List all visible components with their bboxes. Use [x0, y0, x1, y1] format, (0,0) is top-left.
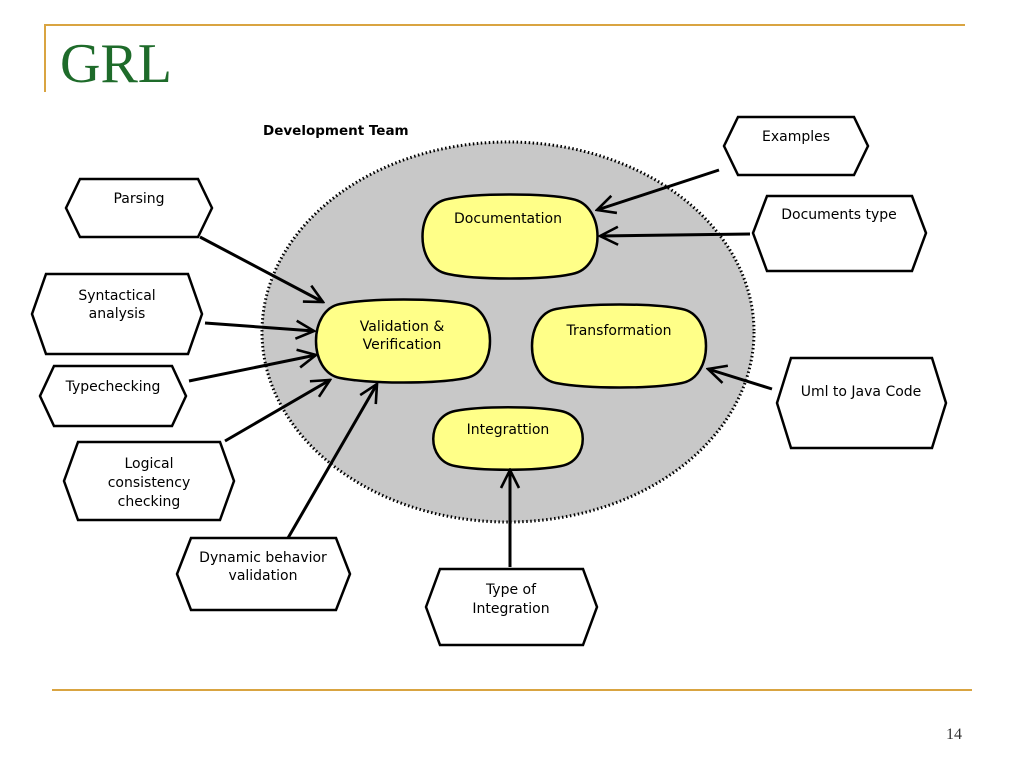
resource-parsing: Parsing [64, 177, 214, 239]
actor-label: Development Team [263, 123, 409, 139]
goal-validation-label-line1: Validation & [360, 319, 445, 335]
resource-examples-label: Examples [762, 129, 830, 145]
goal-documentation: Documentation [421, 193, 599, 280]
arrow-syntactical-to-validation [204, 323, 314, 331]
resource-shape [64, 177, 214, 239]
resource-parsing-label: Parsing [113, 191, 164, 207]
resource-shape [38, 364, 188, 428]
goal-integration-label: Integrattion [467, 422, 550, 438]
resource-syntactical-label-line1: Syntactical [78, 288, 155, 304]
resource-type-of-integration: Type of Integration [424, 567, 599, 647]
resource-syntactical-analysis: Syntactical analysis [30, 272, 204, 356]
resource-logical-consistency-checking: Logical consistency checking [62, 440, 236, 522]
resource-typechecking: Typechecking [38, 364, 188, 428]
resource-shape [424, 567, 599, 647]
goal-shape [421, 193, 599, 280]
arrow-examples-to-documentation [597, 168, 720, 210]
goal-shape [530, 303, 708, 389]
top-rule [44, 24, 965, 26]
resource-shape [62, 440, 236, 522]
resource-uml-to-java-code: Uml to Java Code [775, 356, 948, 450]
goal-integration: Integrattion [432, 406, 584, 471]
arrow-logical-to-validation [224, 380, 330, 443]
resource-dynamic-label-line2: validation [229, 568, 298, 584]
resource-logical-label-line3: checking [118, 494, 181, 510]
arrow-uml-to-transformation [708, 369, 773, 391]
bottom-rule [52, 689, 972, 691]
resource-examples: Examples [722, 115, 870, 177]
goal-shape [432, 406, 584, 471]
slide-title: GRL [60, 33, 172, 95]
resource-shape [722, 115, 870, 177]
goal-transformation-label: Transformation [565, 323, 671, 339]
goal-validation-label-line2: Verification [363, 337, 442, 353]
resource-typechecking-label: Typechecking [65, 379, 161, 395]
goal-documentation-label: Documentation [454, 211, 562, 227]
resource-shape [751, 194, 928, 273]
goal-transformation: Transformation [530, 303, 708, 389]
goal-shape [314, 298, 492, 384]
resource-shape [175, 536, 352, 612]
arrow-typechecking-to-validation [188, 355, 316, 383]
resource-uml-label: Uml to Java Code [801, 384, 922, 400]
resource-shape [30, 272, 204, 356]
arrows [188, 168, 773, 567]
resource-logical-label-line1: Logical [124, 456, 173, 472]
page-number: 14 [946, 726, 962, 743]
resource-syntactical-label-line2: analysis [89, 306, 146, 322]
resource-type-of-integration-label-line2: Integration [472, 601, 549, 617]
resource-documents-type-label: Documents type [781, 207, 897, 223]
resource-type-of-integration-label-line1: Type of [485, 582, 537, 598]
resource-dynamic-label-line1: Dynamic behavior [199, 550, 327, 566]
arrow-parsing-to-validation [199, 235, 323, 302]
arrow-dynamic-to-validation [286, 384, 377, 539]
goal-validation-verification: Validation & Verification [314, 298, 492, 384]
resource-documents-type: Documents type [751, 194, 928, 273]
resource-dynamic-behavior-validation: Dynamic behavior validation [175, 536, 352, 612]
resource-logical-label-line2: consistency [108, 475, 191, 491]
arrow-documents-type-to-documentation [600, 234, 751, 236]
resource-shape [775, 356, 948, 450]
left-rule [44, 24, 46, 92]
